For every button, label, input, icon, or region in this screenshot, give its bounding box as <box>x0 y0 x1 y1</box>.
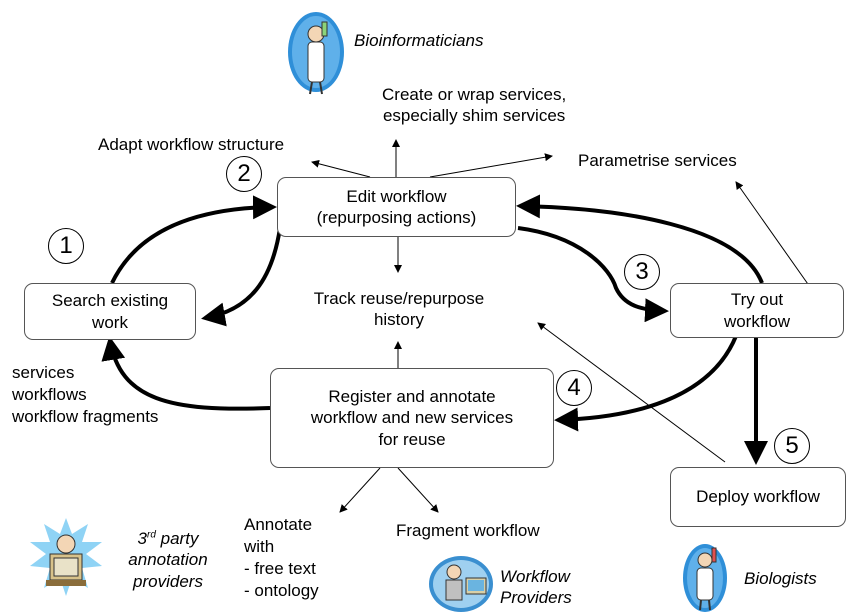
annotate-line3: - free text <box>244 559 316 579</box>
fragment-workflow-label: Fragment workflow <box>396 521 540 540</box>
arrow-register-to-search <box>101 336 271 411</box>
arrow-try-to-parametrise <box>735 181 811 288</box>
arrow-register-to-annotate <box>339 467 381 513</box>
annotate-line1: Annotate <box>244 515 313 534</box>
edit-workflow-line2: (repurposing actions) <box>316 208 477 227</box>
track-history-label: Track reuse/repurpose history <box>308 288 490 331</box>
bioinformatician-scientist-icon <box>288 12 344 95</box>
arrow-register-to-fragment <box>397 467 439 513</box>
bioinformaticians-label: Bioinformaticians <box>354 31 484 50</box>
workflow-provider-icon <box>429 556 493 612</box>
step-5-badge: 5 <box>774 428 810 464</box>
adapt-structure-label: Adapt workflow structure <box>98 135 285 154</box>
annotation-providers-line2: annotation <box>128 550 208 570</box>
annotation-providers-label: 3rd party annotation providers <box>118 528 218 592</box>
create-wrap-line1: Create or wrap services, <box>382 85 567 104</box>
track-line2: history <box>373 310 425 330</box>
arrow-edit-to-adapt <box>311 159 371 178</box>
try-line2: workflow <box>723 311 791 331</box>
track-line1: Track reuse/repurpose <box>313 289 485 308</box>
arrow-try-to-edit <box>516 194 764 284</box>
edit-workflow-box: Edit workflow (repurposing actions) <box>277 177 516 237</box>
annotator-computer-icon <box>30 518 102 596</box>
try-out-workflow-box: Try out workflow <box>670 283 844 338</box>
annotate-with-label: Annotate with - free text - ontology <box>244 514 319 602</box>
register-annotate-box: Register and annotate workflow and new s… <box>270 368 554 468</box>
parametrise-label: Parametrise services <box>578 151 737 170</box>
reuse-items-label: services workflows workflow fragments <box>12 362 158 428</box>
workflow-providers-line1: Workflow <box>500 567 570 586</box>
biologist-icon <box>683 544 727 612</box>
arrow-edit-to-search <box>201 227 282 327</box>
register-line2: workflow and new services <box>310 408 514 428</box>
biologists-label: Biologists <box>744 569 817 588</box>
workflow-providers-line2: Providers <box>500 588 572 608</box>
arrow-search-to-edit <box>110 195 277 284</box>
step-1-badge: 1 <box>48 228 84 264</box>
arrow-try-to-register <box>554 335 738 432</box>
deploy-workflow-box: Deploy workflow <box>670 467 846 527</box>
step-4-badge: 4 <box>556 370 592 406</box>
reuse-item-fragments: workflow fragments <box>12 407 159 427</box>
arrow-deploy-to-track <box>537 322 726 463</box>
search-existing-work-box: Search existing work <box>24 283 196 340</box>
create-wrap-line2: especially shim services <box>382 106 566 126</box>
deploy-label: Deploy workflow <box>696 487 820 507</box>
create-wrap-label: Create or wrap services, especially shim… <box>382 84 566 127</box>
register-line3: for reuse <box>378 429 446 449</box>
arrow-edit-to-try <box>517 226 669 323</box>
annotate-line4: - ontology <box>244 581 319 601</box>
step-3-badge: 3 <box>624 254 660 290</box>
arrow-edit-to-parametrise <box>429 153 553 178</box>
try-line1: Try out <box>730 290 784 310</box>
reuse-item-workflows: workflows <box>12 385 87 405</box>
reuse-item-services: services <box>12 363 75 382</box>
edit-workflow-line1: Edit workflow <box>346 186 447 206</box>
search-line1: Search existing <box>51 291 169 311</box>
annotate-line2: with <box>244 537 275 557</box>
annotation-providers-line1: 3rd party <box>118 528 218 549</box>
party-text: party <box>155 529 199 548</box>
ordinal-number: 3 <box>137 529 148 548</box>
register-line1: Register and annotate <box>328 387 496 407</box>
annotation-providers-line3: providers <box>133 571 203 591</box>
search-line2: work <box>92 312 128 332</box>
step-2-badge: 2 <box>226 156 262 192</box>
ordinal-suffix: rd <box>147 529 156 541</box>
workflow-providers-label: Workflow Providers <box>500 566 572 609</box>
